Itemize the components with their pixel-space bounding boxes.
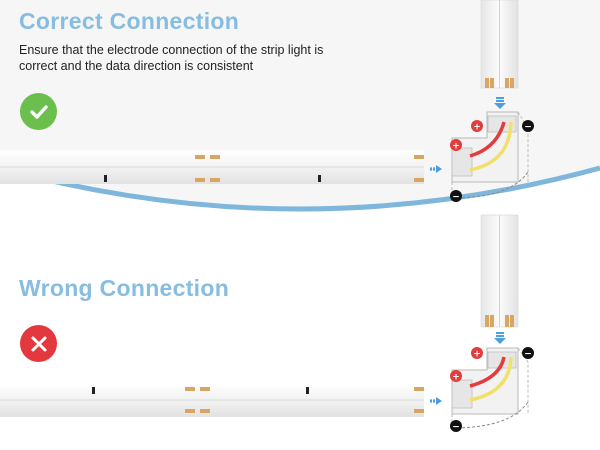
horizontal-strip-bottom (0, 383, 424, 417)
horizontal-strip-top (0, 150, 424, 184)
plus-terminal-icon (471, 120, 483, 132)
minus-terminal-icon (522, 120, 534, 132)
plus-terminal-icon (450, 370, 462, 382)
check-icon (20, 93, 57, 130)
plus-label: + (452, 142, 460, 152)
vertical-strip-top (480, 0, 519, 89)
correct-connection-description: Ensure that the electrode connection of … (19, 43, 324, 73)
minus-terminal-icon (450, 190, 462, 202)
minus-terminal-icon (522, 347, 534, 359)
cross-icon (20, 325, 57, 362)
plus-label: + (473, 350, 481, 360)
plus-label: + (452, 373, 460, 383)
vertical-strip-bottom (480, 214, 519, 328)
minus-label: − (524, 123, 532, 133)
wrong-connection-title: Wrong Connection (19, 275, 230, 301)
minus-label: − (452, 423, 460, 433)
connector-top (451, 111, 529, 199)
minus-label: − (452, 193, 460, 203)
plus-label: + (473, 123, 481, 133)
correct-connection-title: Correct Connection (19, 8, 240, 34)
plus-terminal-icon (450, 139, 462, 151)
plus-terminal-icon (471, 347, 483, 359)
connector-bottom (451, 347, 529, 429)
minus-label: − (524, 350, 532, 360)
section-divider-curve (0, 165, 600, 212)
data-direction-arrow-right (430, 397, 442, 405)
data-direction-arrow-down (494, 332, 506, 344)
minus-terminal-icon (450, 420, 462, 432)
